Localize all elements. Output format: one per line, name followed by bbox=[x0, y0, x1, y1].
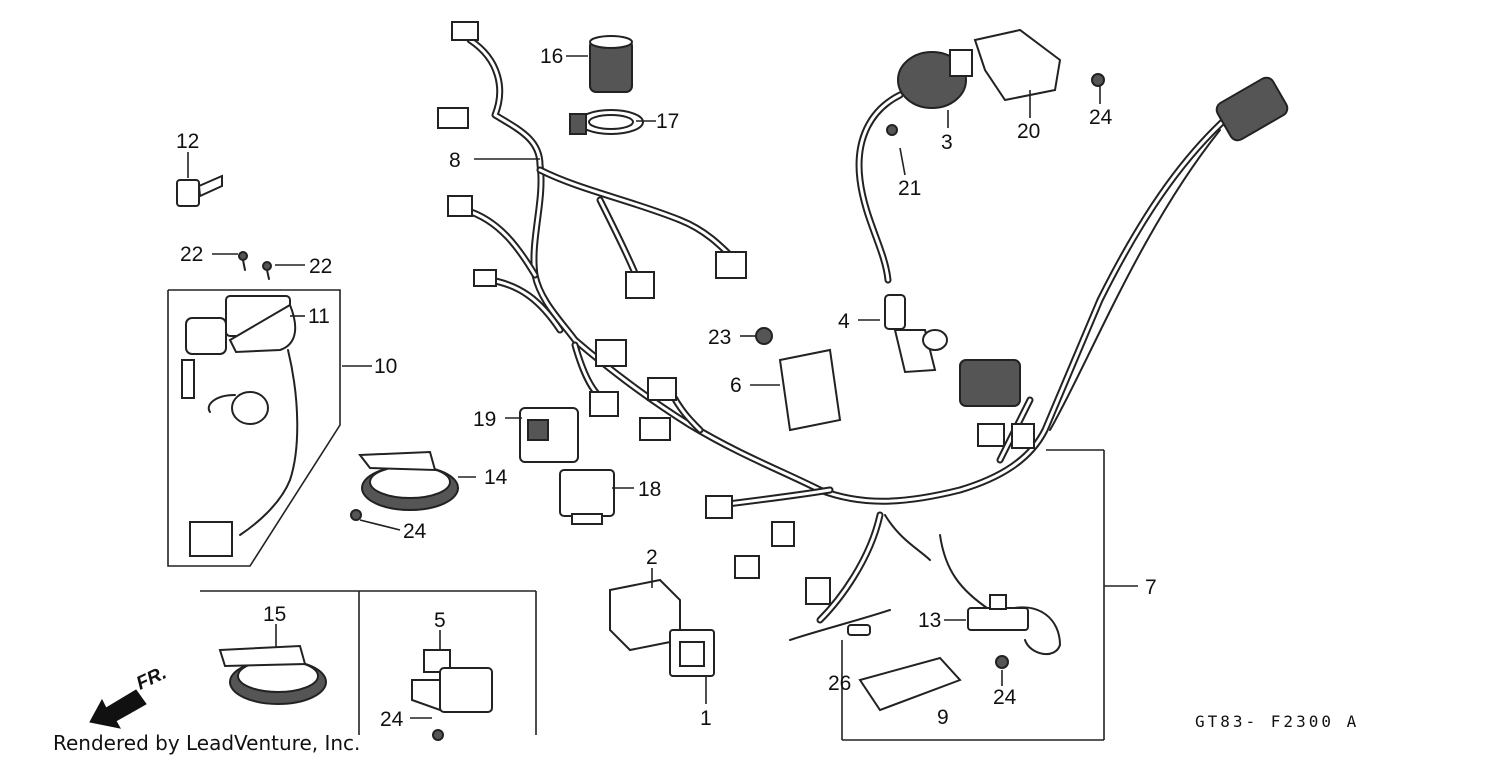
ignition-switch-set[interactable] bbox=[167, 289, 341, 567]
callout-8[interactable]: 8 bbox=[449, 149, 461, 172]
leader-lines bbox=[187, 55, 1138, 741]
render-credit: Rendered by LeadVenture, Inc. bbox=[53, 731, 360, 755]
callout-2[interactable]: 2 bbox=[646, 546, 658, 569]
front-direction-label: FR. bbox=[133, 663, 170, 695]
front-direction-indicator: FR. bbox=[89, 663, 170, 729]
callout-6[interactable]: 6 bbox=[730, 374, 742, 397]
callout-3[interactable]: 3 bbox=[941, 131, 953, 154]
ignition-coil[interactable] bbox=[855, 28, 1105, 284]
fuse-box[interactable] bbox=[609, 578, 715, 677]
callout-20[interactable]: 20 bbox=[1017, 120, 1040, 143]
callout-7[interactable]: 7 bbox=[1145, 576, 1157, 599]
callout-24-bracket[interactable]: 24 bbox=[1089, 106, 1113, 129]
callout-9[interactable]: 9 bbox=[937, 706, 949, 729]
screws-22[interactable] bbox=[238, 251, 272, 280]
callout-22b[interactable]: 22 bbox=[309, 255, 332, 278]
callout-24-horn[interactable]: 24 bbox=[403, 520, 427, 543]
callout-24-flasher[interactable]: 24 bbox=[380, 708, 404, 731]
callout-23[interactable]: 23 bbox=[708, 326, 731, 349]
regulator-rectifier[interactable] bbox=[755, 327, 842, 432]
callout-19[interactable]: 19 bbox=[473, 408, 496, 431]
front-arrow-icon bbox=[89, 689, 147, 729]
callout-11[interactable]: 11 bbox=[308, 305, 330, 328]
horn-15[interactable] bbox=[218, 644, 327, 705]
callout-12[interactable]: 12 bbox=[176, 130, 199, 153]
key[interactable] bbox=[176, 174, 223, 207]
spark-plug-cap[interactable] bbox=[884, 294, 948, 374]
cable-and-connector[interactable] bbox=[959, 75, 1290, 431]
callout-4[interactable]: 4 bbox=[838, 310, 850, 333]
callout-13[interactable]: 13 bbox=[918, 609, 941, 632]
fuse-and-holder[interactable] bbox=[847, 594, 1029, 712]
callout-21[interactable]: 21 bbox=[898, 177, 921, 200]
callout-16[interactable]: 16 bbox=[540, 45, 563, 68]
callout-26[interactable]: 26 bbox=[828, 672, 851, 695]
diagram-code: GT83- F2300 A bbox=[1195, 712, 1359, 731]
inset-frames bbox=[200, 590, 537, 735]
relays[interactable] bbox=[519, 407, 615, 525]
callout-1[interactable]: 1 bbox=[700, 707, 712, 730]
part-drawings bbox=[167, 21, 1290, 741]
callout-22a[interactable]: 22 bbox=[180, 243, 203, 266]
callout-14[interactable]: 14 bbox=[484, 466, 508, 489]
callout-17[interactable]: 17 bbox=[656, 110, 679, 133]
horn-14[interactable] bbox=[350, 450, 459, 521]
callout-labels: 1 2 3 4 5 6 7 8 9 10 11 12 13 14 15 16 1… bbox=[176, 45, 1157, 731]
callout-5[interactable]: 5 bbox=[434, 609, 446, 632]
wire-harness-main[interactable] bbox=[437, 21, 1234, 655]
callout-18[interactable]: 18 bbox=[638, 478, 661, 501]
callout-24-holder[interactable]: 24 bbox=[993, 686, 1017, 709]
callout-15[interactable]: 15 bbox=[263, 603, 286, 626]
filter-and-clamp[interactable] bbox=[569, 35, 644, 135]
flasher-relay[interactable] bbox=[411, 649, 493, 741]
callout-10[interactable]: 10 bbox=[374, 355, 397, 378]
